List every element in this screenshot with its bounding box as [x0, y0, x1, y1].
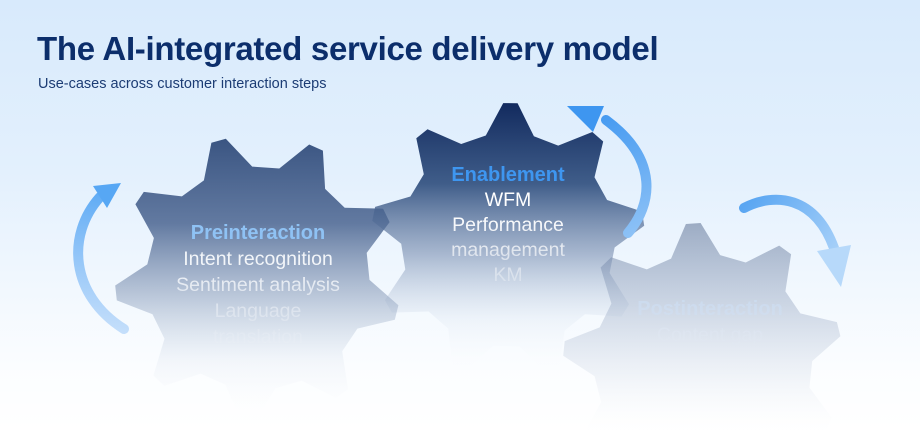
enablement-labels: Enablement WFM Performance management KM — [383, 163, 633, 288]
page-subtitle: Use-cases across customer interaction st… — [38, 76, 327, 93]
gear-title-preinteraction: Preinteraction — [190, 222, 326, 244]
gear-title-enablement: Enablement — [451, 164, 565, 186]
use-case-item: KM — [493, 264, 523, 286]
page-title: The AI-integrated service delivery model — [37, 30, 659, 67]
use-case-item: Sentiment analysis — [176, 274, 340, 296]
postinteraction-labels: Postinteraction Content gap — [585, 296, 835, 348]
gear-preinteraction — [115, 138, 399, 421]
gear-enablement — [372, 103, 645, 372]
gear-postinteraction — [563, 223, 841, 430]
curved-arrow-up-icon — [73, 183, 129, 334]
curved-arrow-down-icon — [739, 194, 851, 287]
use-case-item: Language translation — [213, 300, 303, 348]
use-case-item: WFM — [484, 189, 532, 211]
use-case-item: Performance management — [451, 214, 565, 261]
use-case-item: Intent recognition — [183, 248, 333, 270]
use-case-item: Content gap — [656, 324, 764, 346]
curved-arrow-counterclockwise-icon — [567, 106, 652, 238]
gear-title-postinteraction: Postinteraction — [637, 298, 783, 320]
header: The AI-integrated service delivery model… — [37, 30, 659, 93]
preinteraction-labels: Preinteraction Intent recognition Sentim… — [118, 220, 398, 350]
